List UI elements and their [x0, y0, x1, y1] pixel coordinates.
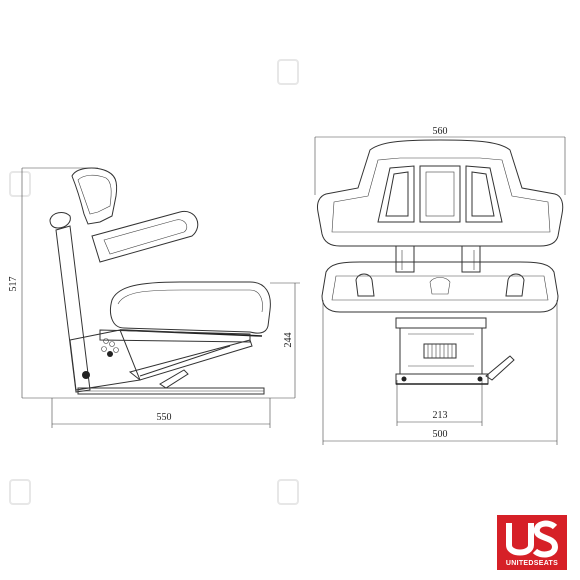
dim-width-500: 500 [433, 429, 448, 440]
dim-depth-550: 550 [157, 412, 172, 423]
logo-wordmark: UNITEDSEATS [505, 560, 559, 567]
front-view [314, 136, 566, 445]
dim-height-517: 517 [8, 277, 19, 292]
side-view [21, 167, 300, 428]
dim-slide-213: 213 [433, 410, 448, 421]
unitedseats-logo: UNITEDSEATS [497, 515, 567, 570]
watermark-icons [9, 59, 299, 505]
us-logo-icon [506, 520, 559, 558]
dim-width-560: 560 [433, 126, 448, 137]
dim-seat-height-244: 244 [283, 333, 294, 348]
